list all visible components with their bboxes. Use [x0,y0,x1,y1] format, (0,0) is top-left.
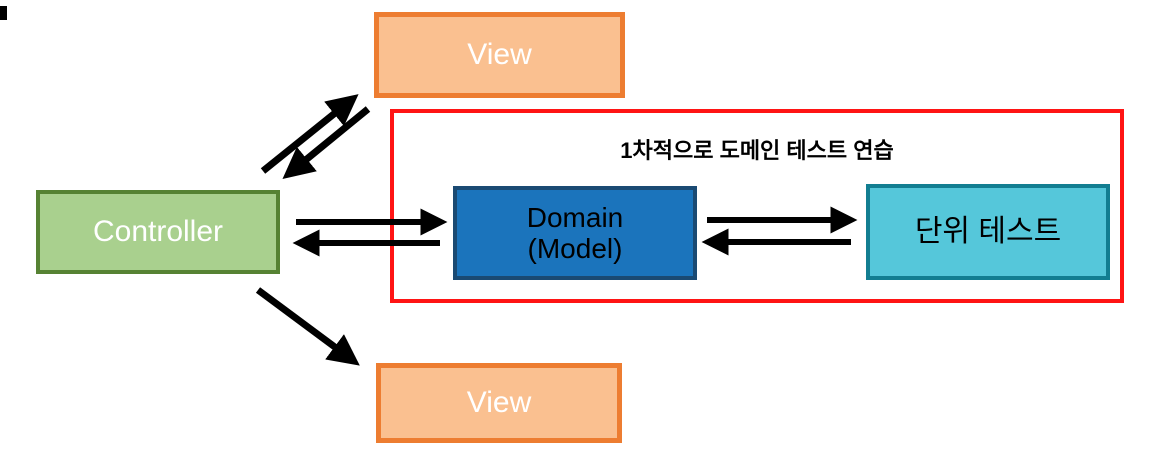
view-bottom-label: View [466,386,532,420]
domain-model-label: Domain (Model) [526,201,624,264]
corner-artifact-mark [0,6,7,20]
highlight-frame-title: 1차적으로 도메인 테스트 연습 [620,138,894,163]
unit-test-label: 단위 테스트 [914,215,1062,249]
view-top-label: View [467,38,532,72]
arrow-controller-to-view-top [260,94,359,174]
domain-model-box: Domain (Model) [453,186,697,280]
unit-test-box: 단위 테스트 [866,184,1110,280]
arrow-view-top-to-controller [282,106,371,179]
view-bottom-box: View [376,363,622,443]
view-top-box: View [374,12,625,98]
arrow-controller-to-view-bottom [255,287,360,366]
domain-test-highlight-frame [390,109,1124,303]
controller-box: Controller [36,190,280,274]
controller-label: Controller [92,215,224,249]
